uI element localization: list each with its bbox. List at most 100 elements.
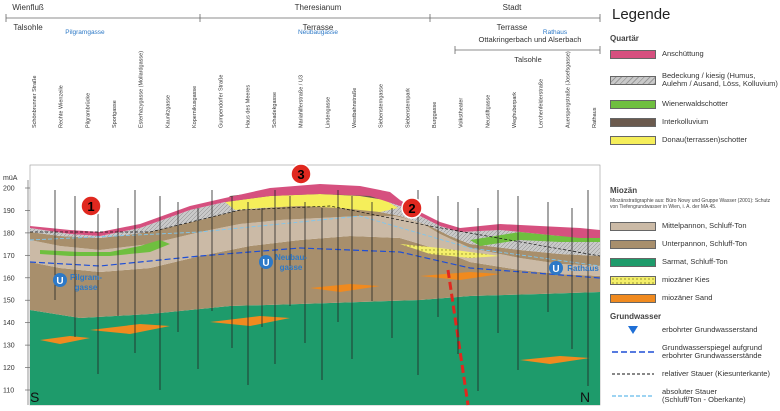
axis-unit: müA — [3, 175, 18, 182]
street-blue-rathaus: Rathaus — [543, 29, 568, 36]
geology-layers — [30, 184, 600, 405]
layer-anschuettung — [30, 184, 600, 238]
legend-label: miozäner Kies — [662, 274, 710, 284]
street-label: Pilgrambrücke — [85, 93, 91, 128]
legend-label-line2: erbohrter Grundwasserstände — [662, 351, 762, 360]
street-label: Westbahnstraße — [352, 88, 358, 128]
blue-dash-icon — [612, 351, 654, 353]
region-label-4a: Ottakringerbach und Alserbach — [479, 35, 582, 44]
street-label: Kopernikusgasse — [192, 86, 198, 128]
legend-item-grundwasserstand: erbohrter Grundwasserstand — [610, 324, 757, 336]
legend-miozaen-note: Miozänstratigraphie aus: Büro Nowy und G… — [610, 198, 771, 210]
legend-label: Mittelpannon, Schluff-Ton — [662, 220, 747, 230]
direction-north: N — [580, 389, 590, 405]
axis-tick-label: 130 — [3, 343, 15, 350]
layer-wienerwald-2 — [470, 232, 600, 246]
legend-label: Sarmat, Schluff-Ton — [662, 256, 728, 266]
station-label: Rathaus — [567, 264, 599, 273]
swatch-anschuettung — [610, 49, 656, 59]
street-label: Schönbrunner Straße — [32, 75, 38, 128]
station-label-2: gasse — [75, 283, 98, 292]
legend-label-line1: Bedeckung / kiesig (Humus, — [662, 70, 756, 80]
triangle-icon — [628, 326, 638, 334]
layer-wienerwald — [40, 240, 170, 256]
station-rathaus: U Rathaus — [549, 261, 599, 275]
direction-south: S — [30, 389, 39, 405]
region-label-3a: Stadt — [503, 3, 522, 12]
legend-item-sand: miozäner Sand — [610, 292, 712, 304]
marker-number: 3 — [297, 167, 304, 182]
u-symbol: U — [262, 258, 269, 269]
legend-item-bedeckung: Bedeckung / kiesig (Humus, Aulehm / Ausa… — [610, 70, 778, 90]
station-pilgramgasse: U Pilgram- gasse — [53, 273, 102, 292]
station-neubaugasse: U Neubau- gasse — [259, 253, 307, 272]
black-dash-icon — [612, 373, 654, 375]
legend-item-donauschotter: Donau(terrassen)schotter — [610, 134, 747, 146]
marker-2: 2 — [401, 197, 423, 219]
legend-label-line1: absoluter Stauer — [662, 386, 718, 396]
street-label: Gumpendorfer Straße — [219, 75, 225, 129]
street-label: Schadekgasse — [272, 92, 278, 128]
legend-item-sarmat: Sarmat, Schluff-Ton — [610, 256, 728, 268]
u-symbol: U — [552, 264, 559, 275]
street-label: Rechte Wienzeile — [59, 85, 65, 128]
legend-item-anschuettung: Anschüttung — [610, 48, 704, 60]
sand-lenses — [40, 272, 590, 364]
legend-section-quartaer: Quartär — [610, 34, 639, 43]
swatch-donauschotter — [610, 135, 656, 145]
legend-section-miozaen: Miozän — [610, 186, 638, 195]
layer-unterpannon — [30, 236, 600, 318]
street-label: Auerspergstraße (Josefsgasse) — [565, 51, 571, 128]
street-label: Sportgasse — [112, 100, 118, 128]
legend-item-interkolluvium: Interkolluvium — [610, 116, 708, 128]
region-label-3b: Terrasse — [497, 23, 528, 32]
street-label: Weghuberpark — [512, 92, 518, 128]
legend-label: Donau(terrassen)schotter — [662, 134, 748, 144]
marker-3: 3 — [290, 163, 312, 185]
legend-label: Grundwasserspiegel aufgrund erbohrter Gr… — [662, 342, 763, 361]
street-label: Rathaus — [592, 107, 598, 128]
axis-tick-label: 110 — [3, 388, 14, 395]
street-label: Volkstheater — [459, 98, 465, 128]
lightblue-dash-icon — [612, 395, 654, 397]
legend-item-kies: miozäner Kies — [610, 274, 710, 286]
marker-number: 1 — [87, 199, 94, 214]
legend-label-line2: (Schluff/Ton - Oberkante) — [662, 395, 746, 404]
street-label: Lerchenfelderstraße — [539, 79, 545, 128]
legend-label: erbohrter Grundwasserstand — [662, 324, 758, 334]
street-blue-pilgramgasse: Pilgramgasse — [65, 29, 105, 36]
region-brackets — [5, 14, 601, 54]
street-label: Mariahilferstraße / U3 — [299, 75, 305, 128]
u-symbol: U — [56, 276, 63, 287]
legend-label: Bedeckung / kiesig (Humus, Aulehm / Ausa… — [662, 70, 778, 89]
fault-line — [446, 269, 470, 406]
swatch-sarmat — [610, 257, 656, 267]
legend-label: Unterpannon, Schluff-Ton — [662, 238, 747, 248]
region-label-4b: Talsohle — [514, 55, 542, 64]
axis-tick-label: 180 — [3, 230, 15, 237]
axis-tick-label: 170 — [3, 253, 15, 260]
swatch-mittelpannon — [610, 221, 656, 231]
street-label: Lindengasse — [325, 97, 331, 128]
swatch-unterpannon — [610, 239, 656, 249]
street-blue-neubaugasse: Neubaugasse — [298, 29, 338, 36]
legend-panel: Legende Quartär Anschüttung Bedeckung / … — [604, 0, 780, 411]
swatch-interkolluvium — [610, 117, 656, 127]
absolute-stauer-line — [29, 215, 601, 267]
legend-label: Wienerwaldschotter — [662, 98, 728, 108]
station-label: Pilgram- — [70, 273, 102, 282]
legend-label-line2: Aulehm / Ausand, Löss, Kolluvium) — [662, 79, 778, 88]
axis-tick-label: 190 — [3, 208, 15, 215]
layer-bedeckung — [30, 194, 600, 256]
swatch-sand — [610, 293, 656, 303]
layer-unterpannon-upper — [30, 206, 600, 266]
legend-item-grundwasserspiegel: Grundwasserspiegel aufgrund erbohrter Gr… — [610, 342, 762, 362]
legend-item-unterpannon: Unterpannon, Schluff-Ton — [610, 238, 747, 250]
legend-item-relativer-stauer: relativer Stauer (Kiesunterkante) — [610, 368, 770, 380]
legend-label-line1: Grundwasserspiegel aufgrund — [662, 342, 763, 352]
marker-number: 2 — [408, 201, 415, 216]
legend-label: absoluter Stauer (Schluff/Ton - Oberkant… — [662, 386, 746, 405]
legend-label: Anschüttung — [662, 48, 704, 58]
layer-kies-lens — [400, 244, 500, 258]
